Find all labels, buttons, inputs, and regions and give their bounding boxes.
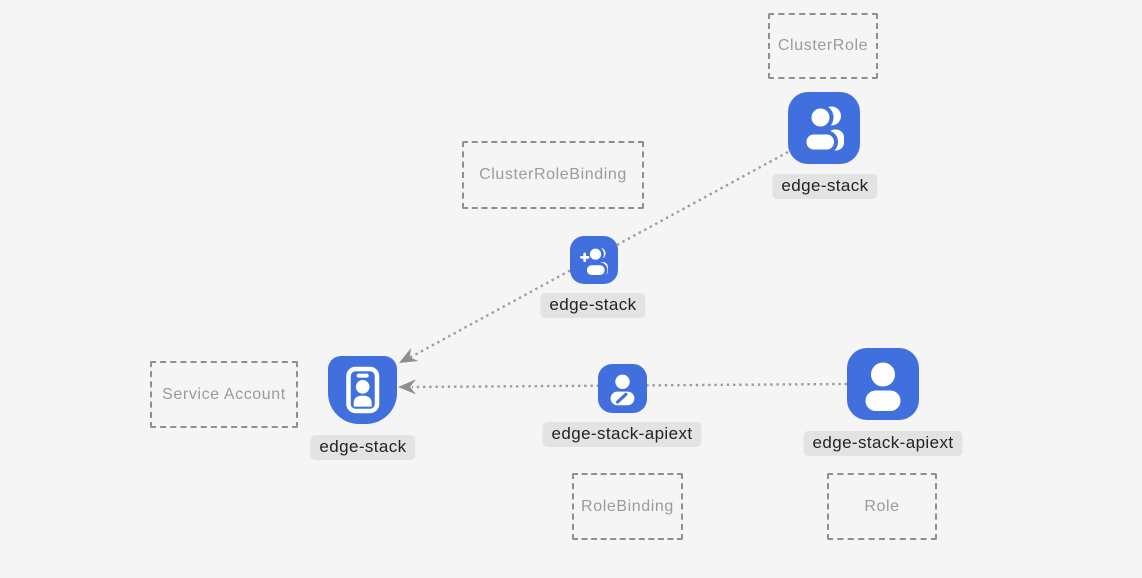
resource-label: edge-stack: [772, 174, 878, 199]
arrowhead-icon: [398, 379, 417, 395]
type-box-label: Role: [864, 497, 900, 515]
type-box-label: ClusterRole: [777, 37, 869, 54]
node-serviceaccount-edge-stack[interactable]: [328, 356, 397, 424]
node-rolebinding-edge-stack-apiext[interactable]: [598, 364, 647, 413]
node-clusterrole-edge-stack[interactable]: [788, 92, 860, 164]
resource-label: edge-stack: [540, 293, 646, 318]
type-box-clusterrole: ClusterRole: [768, 13, 878, 79]
id-badge-icon: [346, 366, 380, 414]
resource-label: edge-stack-apiext: [803, 431, 963, 456]
type-box-rolebinding: RoleBinding: [572, 473, 683, 540]
type-box-label: ClusterRoleBinding: [479, 166, 627, 183]
node-role-edge-stack-apiext[interactable]: [847, 348, 919, 420]
resource-label: edge-stack-apiext: [542, 422, 702, 447]
node-clusterrolebinding-edge-stack[interactable]: [570, 236, 618, 284]
type-box-clusterrolebinding: ClusterRoleBinding: [462, 141, 644, 209]
type-box-serviceaccount: Service Account: [150, 361, 298, 428]
type-box-label: Service Account: [162, 385, 286, 403]
resource-label: edge-stack: [310, 435, 416, 460]
type-box-label: RoleBinding: [581, 497, 674, 515]
type-box-role: Role: [827, 473, 937, 540]
user-edit-icon: [610, 374, 635, 406]
users-icon: [802, 104, 844, 154]
user-plus-icon: [580, 245, 608, 278]
user-icon: [865, 362, 901, 411]
arrowhead-icon: [399, 347, 419, 363]
